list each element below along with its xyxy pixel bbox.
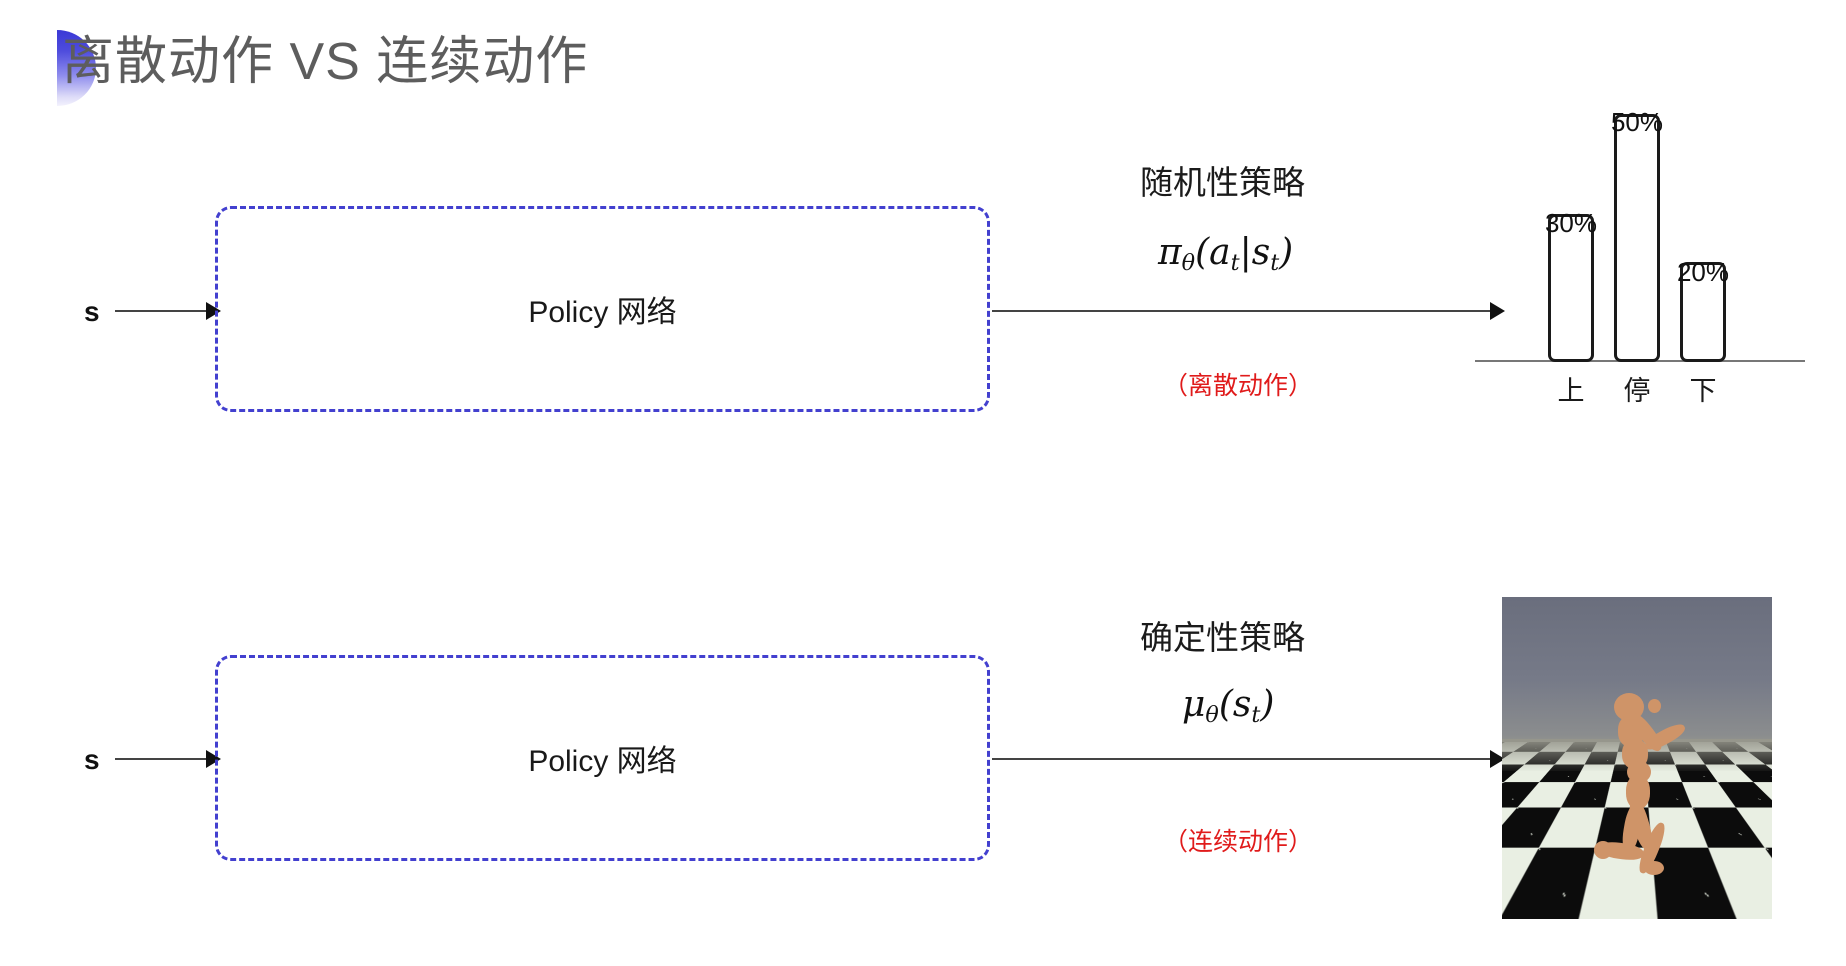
page-title: 离散动作 VS 连续动作 [62,33,589,91]
deterministic-policy-label: 确定性策略 [1140,619,1305,656]
discrete-action-note: （离散动作） [1163,372,1314,400]
formula-args: (a [1195,232,1231,273]
input-arrow-line-continuous [115,758,210,760]
formula-t2: t [1270,250,1280,277]
stochastic-policy-label: 随机性策略 [1140,164,1305,201]
action-probability-bar-chart: 30% 上 50% 停 20% 下 [1470,100,1810,420]
bar-category-label-0: 上 [1557,376,1585,406]
humanoid-hand [1648,699,1661,713]
formula-theta-2: θ [1205,702,1219,729]
formula-t1-2: t [1251,702,1261,729]
bar-value-label-2: 20% [1676,257,1730,287]
policy-network-box-continuous[interactable]: Policy 网络 [215,655,990,861]
continuous-action-note: （连续动作） [1163,828,1314,856]
humanoid-foot-back [1594,841,1612,859]
bar-category-2 [1680,262,1726,362]
bar-category-1 [1614,114,1660,362]
output-arrow-head-discrete [1490,302,1505,320]
bar-value-label-0: 30% [1544,208,1598,238]
humanoid-foot-front [1644,861,1664,875]
policy-network-label-continuous: Policy 网络 [528,745,677,778]
policy-network-box-discrete[interactable]: Policy 网络 [215,206,990,412]
input-arrow-line-discrete [115,310,210,312]
input-state-label-continuous: s [84,744,100,775]
deterministic-policy-formula: μθ(st) [1182,684,1274,728]
bar-category-0 [1548,214,1594,362]
bar-category-label-1: 停 [1623,376,1651,406]
input-state-label-discrete: s [84,296,100,327]
formula-t1: t [1230,250,1240,277]
policy-network-label-discrete: Policy 网络 [528,296,677,329]
formula-bar: |s [1239,232,1271,273]
formula-close: ) [1279,232,1294,273]
formula-mu: μ [1182,684,1206,725]
formula-theta: θ [1181,250,1196,277]
output-arrow-line-discrete [992,310,1494,312]
stochastic-policy-formula: πθ(at|st) [1158,232,1293,276]
bar-value-label-1: 50% [1610,107,1664,137]
bar-category-label-2: 下 [1689,376,1717,406]
output-arrow-line-continuous [992,758,1494,760]
humanoid-simulation-image [1502,597,1772,919]
formula-args-2: (s [1218,684,1252,725]
output-arrow-head-continuous [1490,750,1505,768]
formula-pi: π [1158,232,1182,273]
formula-close-2: ) [1260,684,1275,725]
